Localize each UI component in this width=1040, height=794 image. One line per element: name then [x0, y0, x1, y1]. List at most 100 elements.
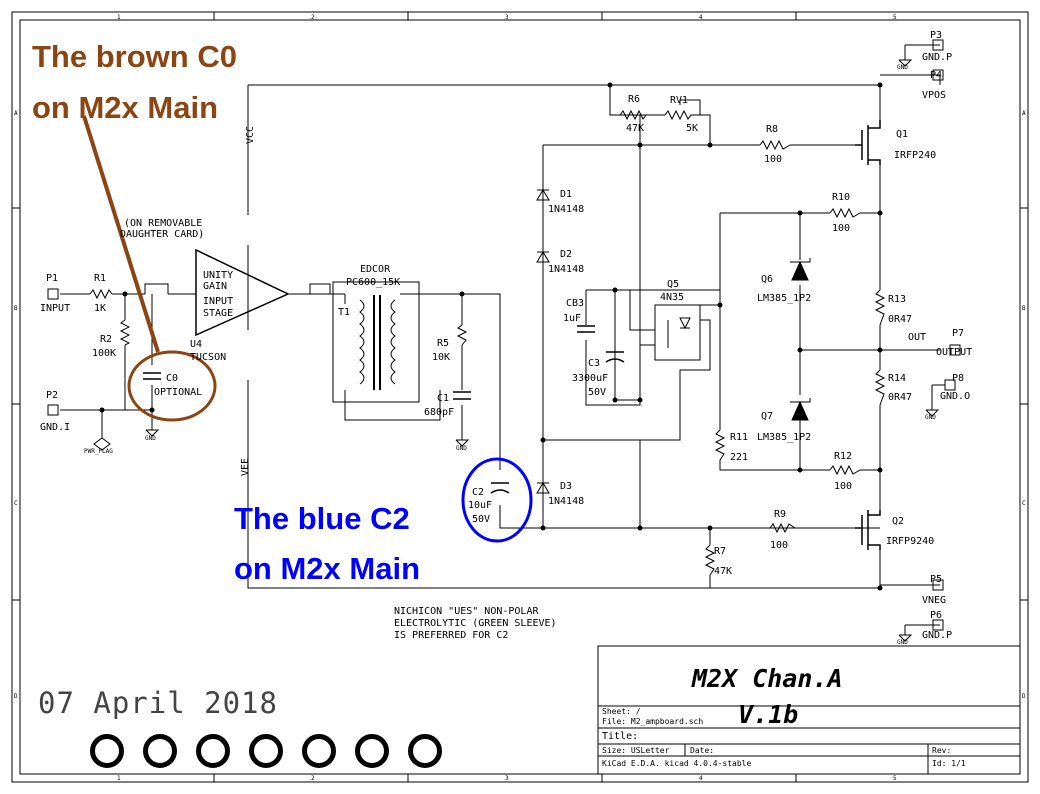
vcc-label: VCC — [245, 126, 256, 144]
r1-value: 1K — [94, 303, 106, 314]
col-label-bottom: 5 — [893, 775, 897, 782]
u4-text: INPUT — [203, 296, 233, 307]
d2-value: 1N4148 — [548, 264, 584, 275]
date-stamp: 07 April 2018 — [38, 686, 278, 720]
r11-symbol — [714, 429, 726, 461]
p7-value: OUTPUT — [936, 347, 972, 358]
r8-symbol — [759, 139, 791, 151]
rv1-ref: RV1 — [670, 95, 688, 106]
p1-ref: P1 — [46, 273, 58, 284]
ground-symbols — [93, 59, 940, 642]
date-label: Date: — [690, 746, 714, 755]
p3-ref: P3 — [930, 30, 942, 41]
col-label-bottom: 2 — [311, 775, 315, 782]
cb3-ref: CB3 — [566, 298, 584, 309]
pwr-flag-symbol — [93, 437, 111, 451]
q7-symbol — [791, 400, 809, 421]
p8-value: GND.O — [940, 391, 970, 402]
connector-symbols — [47, 39, 961, 631]
r12-value: 100 — [834, 481, 852, 492]
r5-ref: R5 — [437, 338, 449, 349]
c2-voltage: 50V — [472, 514, 490, 525]
vee-label: VEE — [240, 458, 251, 476]
d3-ref: D3 — [560, 481, 572, 492]
u4-ref: U4 — [190, 339, 202, 350]
p3-value: GND.P — [922, 52, 952, 63]
d2-ref: D2 — [560, 249, 572, 260]
brown-note-line1: The brown C0 — [32, 39, 237, 74]
c2-value: 10uF — [468, 500, 492, 511]
row-label-right: D — [1022, 693, 1026, 700]
r2-value: 100K — [92, 348, 116, 359]
r13-ref: R13 — [888, 294, 906, 305]
c0-pointer-line — [82, 115, 160, 353]
c2-ref: C2 — [472, 487, 484, 498]
r13-symbol — [874, 289, 886, 326]
r13-value: 0R47 — [888, 314, 912, 325]
c2-note-line3: IS PREFERRED FOR C2 — [394, 630, 508, 641]
c3-voltage: 50V — [588, 387, 606, 398]
title-block — [597, 645, 1021, 775]
rv1-value: 5K — [686, 123, 698, 134]
r12-symbol — [829, 464, 861, 476]
d1-symbol — [536, 189, 550, 201]
r14-symbol — [874, 369, 886, 406]
q5-ref: Q5 — [667, 279, 679, 290]
r6-value: 47K — [626, 123, 644, 134]
d1-ref: D1 — [560, 189, 572, 200]
p2-value: GND.I — [40, 422, 70, 433]
rv1-symbol — [664, 109, 700, 121]
kicad-label: KiCad E.D.A. kicad 4.0.4-stable — [602, 759, 751, 768]
r8-value: 100 — [764, 154, 782, 165]
out-label: OUT — [908, 332, 926, 343]
r9-ref: R9 — [774, 509, 786, 520]
daughter-note-line1: (ON REMOVABLE — [124, 218, 202, 229]
row-label-right: C — [1022, 500, 1026, 507]
r10-ref: R10 — [832, 192, 850, 203]
u4-text: UNITY — [203, 270, 233, 281]
q5-value: 4N35 — [660, 292, 684, 303]
q6-value: LM385_1P2 — [757, 293, 811, 304]
c0-ref: C0 — [166, 373, 178, 384]
d2-symbol — [536, 251, 550, 263]
q6-symbol — [791, 260, 809, 281]
c3-ref: C3 — [588, 358, 600, 369]
sheet-title: M2X Chan.A — [692, 664, 843, 693]
daughter-note-line2: DAUGHTER CARD) — [120, 229, 204, 240]
c2-note-line1: NICHICON "UES" NON-POLAR — [394, 606, 539, 617]
r7-symbol — [704, 544, 716, 576]
r7-ref: R7 — [714, 546, 726, 557]
col-label-top: 1 — [117, 14, 121, 21]
t1-name: EDCOR — [360, 264, 391, 275]
r6-symbol — [619, 109, 647, 121]
r6-ref: R6 — [628, 94, 640, 105]
c2-highlight-ellipse — [461, 457, 533, 543]
mounting-hole-circle — [302, 734, 336, 768]
capacitor-symbols — [143, 325, 625, 494]
row-label-right: B — [1022, 305, 1026, 312]
r11-ref: R11 — [730, 432, 748, 443]
pwr-flag-label: PWR_FLAG — [84, 448, 113, 455]
r2-ref: R2 — [100, 334, 112, 345]
wires — [60, 44, 945, 635]
mounting-hole-circle — [249, 734, 283, 768]
r5-value: 10K — [432, 352, 450, 363]
title-block-text: Sheet: / File: M2_ampboard.sch Title: Si… — [602, 707, 966, 768]
p5-value: VNEG — [922, 595, 946, 606]
c0-highlight-ellipse — [127, 350, 217, 422]
id-label: Id: 1/1 — [932, 759, 966, 768]
c2-note-line2: ELECTROLYTIC (GREEN SLEEVE) — [394, 618, 557, 629]
col-label-top: 2 — [311, 14, 315, 21]
col-label-bottom: 1 — [117, 775, 121, 782]
u4-text: STAGE — [203, 308, 233, 319]
col-label-bottom: 3 — [505, 775, 509, 782]
q1-ref: Q1 — [896, 129, 908, 140]
r8-ref: R8 — [766, 124, 778, 135]
title-label: Title: — [602, 731, 638, 742]
component-labels: VCC VEE (ON REMOVABLE DAUGHTER CARD) UNI… — [40, 30, 972, 646]
blue-note-line1: The blue C2 — [234, 501, 410, 536]
r10-symbol — [829, 207, 861, 219]
col-label-bottom: 4 — [699, 775, 703, 782]
row-label-right: A — [1022, 110, 1026, 117]
